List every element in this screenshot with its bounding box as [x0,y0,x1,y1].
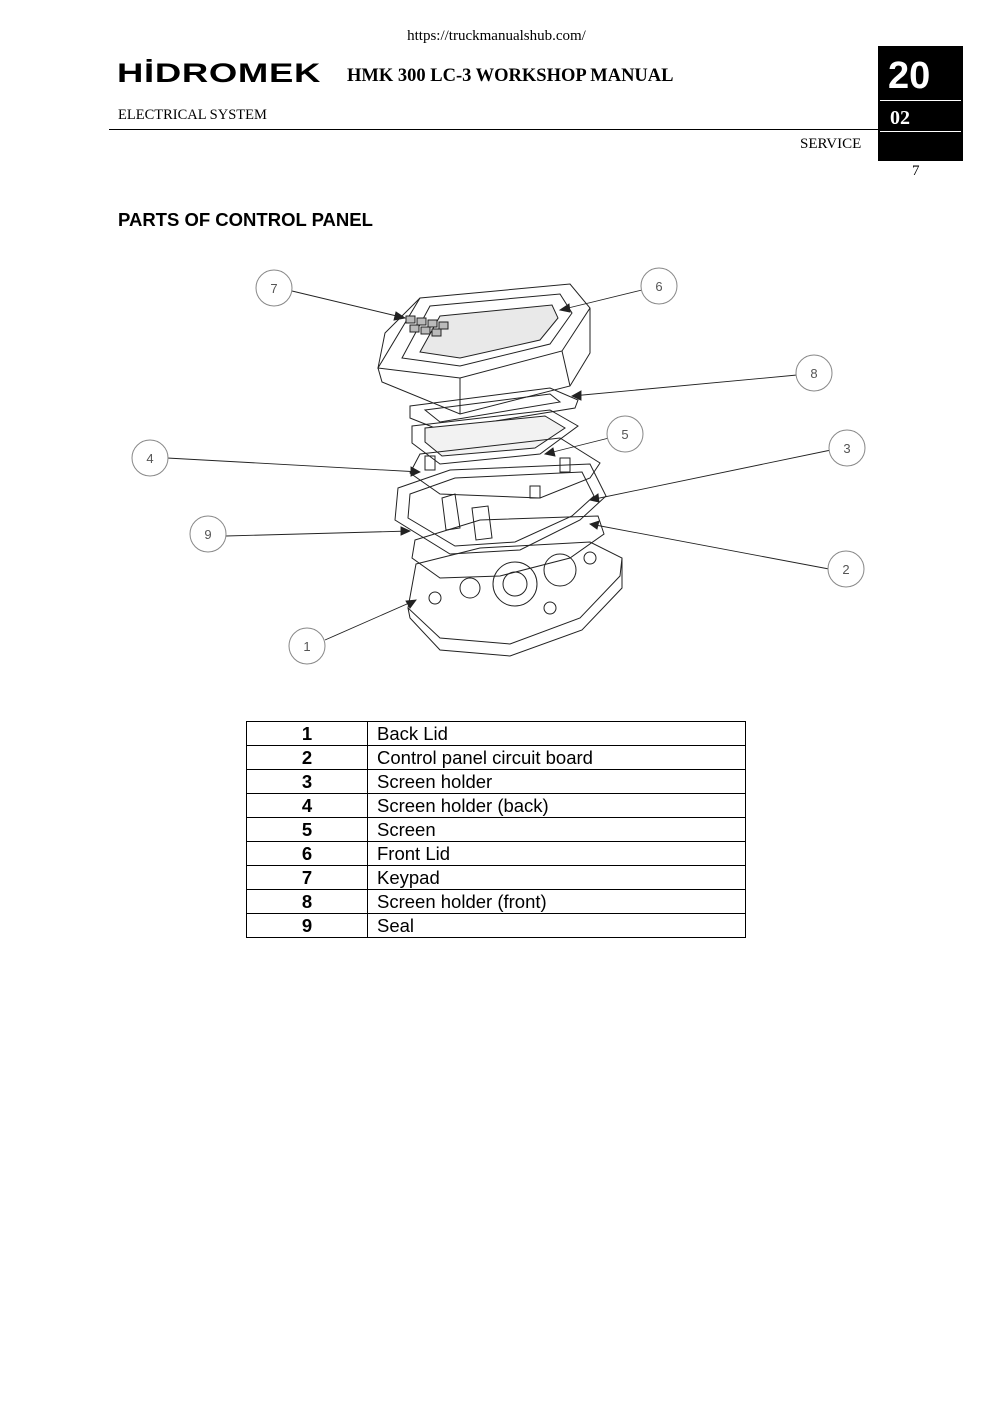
screen-drawing [411,409,579,465]
section-code-major: 20 [880,48,961,101]
part-name: Control panel circuit board [367,745,746,770]
source-url: https://truckmanualshub.com/ [407,28,586,44]
part-name: Screen holder (front) [367,889,746,914]
screen-holder-back-drawing [409,437,601,499]
callout-6: 6 [655,279,662,294]
manual-title: HMK 300 LC-3 WORKSHOP MANUAL [347,66,674,86]
callout-9: 9 [204,527,211,542]
callout-1: 1 [303,639,310,654]
part-number: 3 [246,769,368,794]
part-number: 1 [246,721,368,746]
back-lid-drawing [407,541,623,657]
callout-2: 2 [842,562,849,577]
part-number: 2 [246,745,368,770]
front-lid-drawing [377,283,591,415]
keypad-drawing [405,315,449,337]
part-number: 4 [246,793,368,818]
part-number: 9 [246,913,368,938]
screen-holder-front-drawing [409,387,579,431]
exploded-view-diagram: 1 2 3 4 5 6 7 8 9 [131,267,866,665]
section-code-minor: 02 [880,101,961,132]
part-name: Seal [367,913,746,938]
part-number: 6 [246,841,368,866]
callout-4: 4 [146,451,153,466]
svg-text:HİDROMEK: HİDROMEK [117,58,321,88]
part-name: Screen [367,817,746,842]
part-number: 7 [246,865,368,890]
header-rule [109,129,879,130]
seal-drawing [394,463,607,555]
callout-8: 8 [810,366,817,381]
part-name: Screen holder [367,769,746,794]
part-name: Back Lid [367,721,746,746]
subsection-name: SERVICE [800,136,862,152]
circuit-board-drawing [411,515,605,579]
part-name: Front Lid [367,841,746,866]
hidromek-logo: HİDROMEK [117,58,321,88]
part-name: Screen holder (back) [367,793,746,818]
page-number: 7 [912,163,920,179]
part-name: Keypad [367,865,746,890]
callout-3: 3 [843,441,850,456]
section-name: ELECTRICAL SYSTEM [118,107,267,123]
callout-7: 7 [270,281,277,296]
part-number: 8 [246,889,368,914]
section-code-box: 20 02 [878,46,963,161]
part-number: 5 [246,817,368,842]
page-heading: PARTS OF CONTROL PANEL [118,209,373,230]
callout-5: 5 [621,427,628,442]
